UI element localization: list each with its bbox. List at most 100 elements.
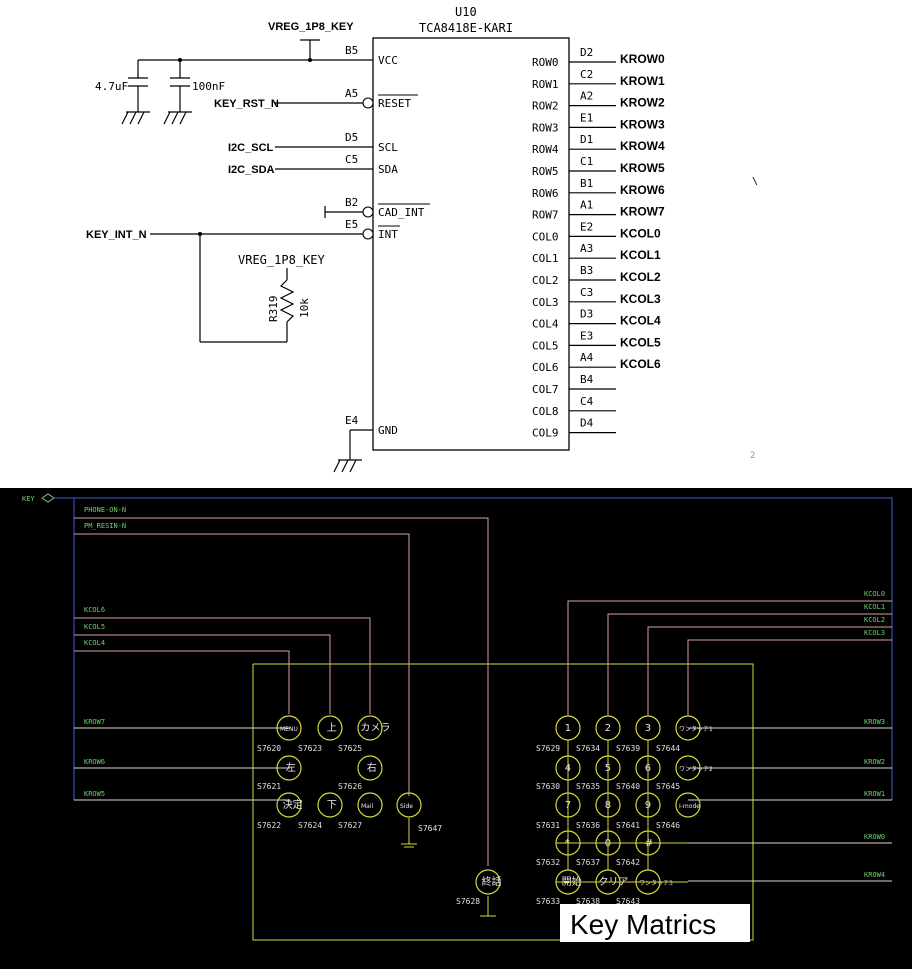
- key-label: Side: [400, 803, 413, 810]
- key-ref: S7646: [656, 821, 680, 830]
- pin-ball: B1: [580, 177, 593, 190]
- resistor-ref: R319: [267, 296, 280, 323]
- pin-name: SDA: [378, 163, 398, 176]
- left-net-kcol6: KCOL6: [84, 606, 105, 614]
- pin-net-label: I2C_SCL: [228, 142, 274, 154]
- right-net-krow3: KROW3: [864, 718, 885, 726]
- pin-net-label: KROW3: [620, 117, 665, 131]
- pin-ball: B4: [580, 373, 594, 386]
- key-label: 下: [327, 800, 337, 811]
- ic-part: TCA8418E-KARI: [419, 21, 513, 35]
- pin-name: GND: [378, 424, 398, 437]
- pin-net-label: I2C_SDA: [228, 164, 275, 176]
- key-label: 左: [286, 761, 296, 774]
- right-net-kcol0: KCOL0: [864, 590, 885, 598]
- pin-net-label: KROW0: [620, 52, 665, 66]
- key-ref: S7624: [298, 821, 322, 830]
- key-label: 決定: [283, 798, 303, 811]
- key-ref: S7643: [616, 897, 640, 906]
- pin-net-label: KCOL2: [620, 270, 661, 284]
- right-net-kcol2: KCOL2: [864, 616, 885, 624]
- right-keypad: 1S76292S76343S7639ワンタッチ1S76444S76305S763…: [536, 715, 713, 906]
- pin-ball: D2: [580, 46, 593, 59]
- board-layout: KEY PHONE-ON-NPM_RESIN-NKCOL6KCOL5KCOL4K…: [0, 488, 912, 969]
- key-label: 上: [327, 722, 337, 734]
- pin-ball: C1: [580, 155, 593, 168]
- key-ref: S7633: [536, 897, 560, 906]
- pin-name: COL6: [532, 361, 559, 374]
- resistor-r319: [279, 279, 295, 323]
- pullup-net-label: VREG_1P8_KEY: [238, 253, 325, 267]
- svg-text:\: \: [752, 176, 758, 187]
- capacitor-c1: [121, 60, 150, 125]
- pin-net-label: KCOL4: [620, 314, 661, 328]
- key-ref: S7635: [576, 782, 600, 791]
- key-ref: S7626: [338, 782, 362, 791]
- key-ref: S7636: [576, 821, 600, 830]
- key-ref: S7645: [656, 782, 680, 791]
- left-net-pm_resin-n: PM_RESIN-N: [84, 522, 126, 530]
- pin-ball: C4: [580, 395, 594, 408]
- pin-ball: E4: [345, 414, 359, 427]
- key-ref: S7639: [616, 744, 640, 753]
- pin-net-label: KROW4: [620, 139, 665, 153]
- pin-name: COL8: [532, 405, 559, 418]
- ic-body: [372, 37, 570, 451]
- pin-net-label: KCOL1: [620, 248, 661, 262]
- pin-ball: E1: [580, 111, 593, 124]
- left-key-5: 決定 S7622: [257, 792, 303, 830]
- pin-ball: C3: [580, 286, 593, 299]
- key-label: I-mode: [679, 803, 700, 810]
- pin-ball: B3: [580, 264, 593, 277]
- key-label: カメラ: [360, 722, 390, 734]
- pin-name: COL9: [532, 427, 559, 440]
- pin-ball: D4: [580, 417, 594, 430]
- pin-ball: D5: [345, 131, 358, 144]
- key-ref: S7623: [298, 744, 322, 753]
- key-label: ワンタッチ3: [639, 879, 673, 887]
- left-net-kcol5: KCOL5: [84, 623, 105, 631]
- diagram-caption: Key Matrics: [570, 909, 716, 940]
- key-ref: S7627: [338, 821, 362, 830]
- cap2-value: 100nF: [192, 80, 225, 93]
- pin-name: RESET: [378, 97, 411, 110]
- key-bus-label: KEY: [22, 495, 35, 503]
- key-label: ワンタッチ2: [679, 765, 713, 773]
- pin-ball: C5: [345, 153, 358, 166]
- key-ref: S7620: [257, 744, 281, 753]
- pin-name: ROW4: [532, 143, 559, 156]
- key-ref: S7647: [418, 824, 442, 833]
- key-ref: S7622: [257, 821, 281, 830]
- pin-ball: E2: [580, 220, 593, 233]
- pin-name: ROW7: [532, 209, 559, 222]
- pin-name: COL1: [532, 252, 559, 265]
- key-ref: S7634: [576, 744, 600, 753]
- key-ref: S7640: [616, 782, 640, 791]
- ic-left-pins: B5VCCA5RESETKEY_RST_ND5SCLI2C_SCLC5SDAI2…: [86, 44, 430, 437]
- pin-ball: A5: [345, 87, 358, 100]
- left-net-kcol4: KCOL4: [84, 639, 105, 647]
- right-net-kcol1: KCOL1: [864, 603, 885, 611]
- right-net-krow0: KROW0: [864, 833, 885, 841]
- pin-name: CAD_INT: [378, 206, 425, 219]
